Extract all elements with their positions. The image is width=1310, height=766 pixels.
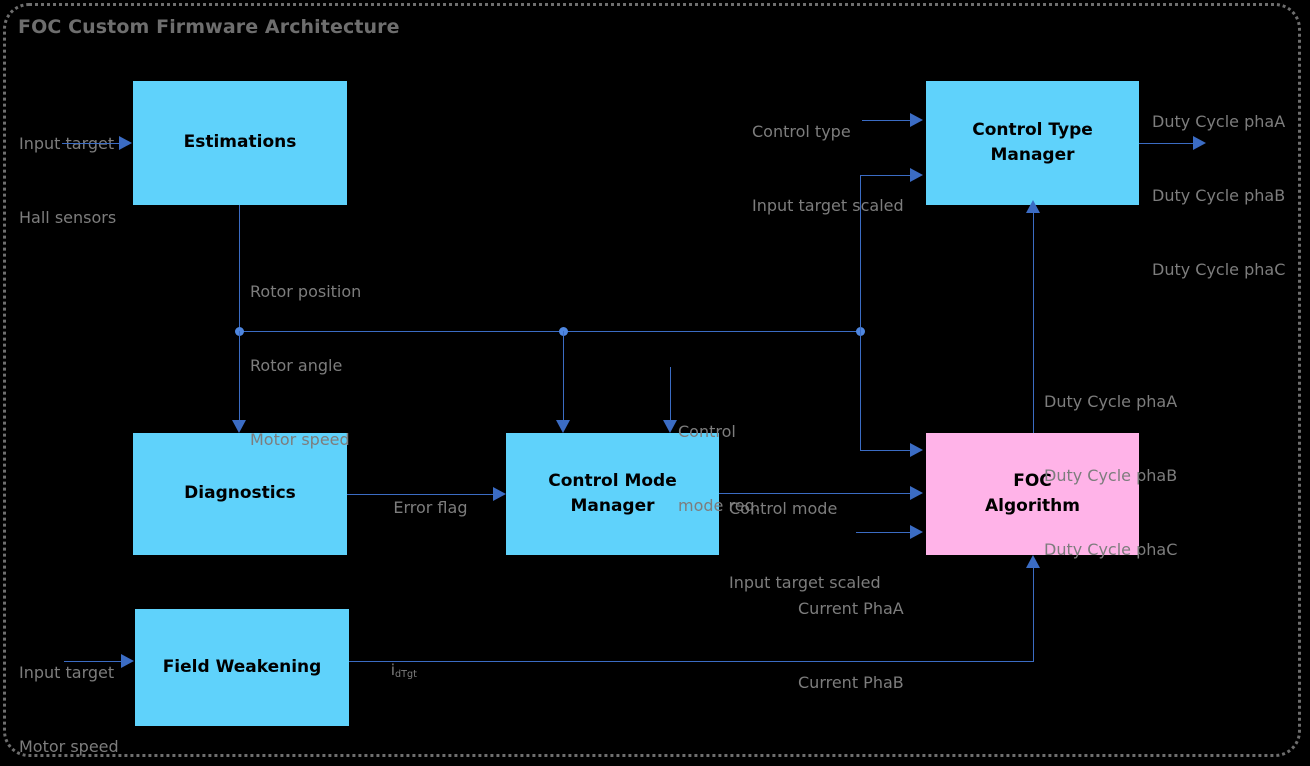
block-control-type-manager-label-line1: Control Type xyxy=(972,119,1093,140)
arrowhead-id-target-up-to-foc xyxy=(1026,555,1040,568)
label-control-type-manager-input: Control type Input target scaled xyxy=(752,70,904,268)
label-control-type: Control type xyxy=(752,121,851,141)
block-control-type-manager[interactable]: Control Type Manager xyxy=(926,81,1139,205)
label-hall-sensors: Hall sensors xyxy=(19,207,117,227)
arrowhead-input-target-scaled-to-foc xyxy=(910,486,923,500)
label-current-phaa: Current PhaA xyxy=(798,598,904,618)
label-duty-cycle-phac-mid: Duty Cycle phaC xyxy=(1044,540,1178,560)
block-diagnostics[interactable]: Diagnostics xyxy=(133,433,347,555)
arrowhead-bus-into-control-type-manager xyxy=(910,168,923,182)
block-estimations[interactable]: Estimations xyxy=(133,81,347,205)
connector-bus-to-diagnostics xyxy=(239,331,240,421)
arrowhead-input-to-field-weakening xyxy=(121,654,134,668)
block-foc-algorithm-label-line2: Algorithm xyxy=(985,496,1080,516)
label-rotor-position: Rotor position xyxy=(250,281,362,301)
arrowhead-control-mode-req xyxy=(663,420,677,433)
connector-bus-into-control-type-manager xyxy=(860,175,912,176)
connector-estimations-down xyxy=(239,205,240,331)
arrowhead-bus-to-control-mode-manager xyxy=(556,420,570,433)
connector-foc-duty-cycle-up xyxy=(1033,211,1034,433)
connector-input-to-field-weakening xyxy=(64,661,122,662)
block-estimations-label: Estimations xyxy=(183,132,297,153)
label-control: Control xyxy=(678,421,736,441)
label-error-flag: Error flag xyxy=(393,497,468,517)
label-control-mode-manager-output: Control mode Input target scaled xyxy=(729,447,881,645)
block-control-type-manager-label-line2: Manager xyxy=(990,145,1075,165)
connector-signal-bus xyxy=(239,331,861,332)
block-control-mode-manager-label-line1: Control Mode xyxy=(548,470,677,491)
connector-control-type-input xyxy=(862,120,912,121)
arrowhead-control-mode-into-foc xyxy=(910,443,923,457)
arrowhead-bus-to-diagnostics xyxy=(232,420,246,433)
label-id-target: idTgt xyxy=(371,634,417,707)
connector-id-target-to-foc xyxy=(349,661,1034,662)
label-input-target-scaled-top: Input target scaled xyxy=(752,195,904,215)
page-title: FOC Custom Firmware Architecture xyxy=(18,16,400,38)
label-duty-cycle-phac-top: Duty Cycle phaC xyxy=(1152,260,1286,280)
connector-id-target-up-to-foc xyxy=(1033,566,1034,662)
label-motor-speed: Motor speed xyxy=(250,430,350,450)
label-duty-cycle-phab-mid: Duty Cycle phaB xyxy=(1044,465,1178,485)
connector-control-mode-req xyxy=(670,367,671,421)
arrowhead-control-type-input xyxy=(910,113,923,127)
label-motor-speed-fw: Motor speed xyxy=(19,736,119,756)
label-mode-req: mode req. xyxy=(678,495,760,515)
label-input-target-fw: Input target xyxy=(19,662,115,682)
label-duty-cycle-phab-top: Duty Cycle phaB xyxy=(1152,185,1286,205)
connector-input-target-scaled-to-foc xyxy=(719,493,912,494)
connector-bus-down-to-foc xyxy=(860,331,861,451)
connector-current-phases-to-foc xyxy=(856,532,912,533)
label-control-mode: Control mode xyxy=(729,498,838,518)
label-input-target-scaled-mid: Input target scaled xyxy=(729,572,881,592)
label-control-type-manager-output: Duty Cycle phaA Duty Cycle phaB Duty Cyc… xyxy=(1152,60,1285,333)
arrowhead-input-to-estimations xyxy=(119,136,132,150)
block-control-mode-manager[interactable]: Control Mode Manager xyxy=(506,433,719,555)
arrowhead-current-phases-to-foc xyxy=(910,525,923,539)
label-current-phases: Current PhaA Current PhaB xyxy=(798,547,904,745)
arrowhead-foc-duty-cycle-up xyxy=(1026,200,1040,213)
label-estimations-output: Rotor position Rotor angle Motor speed xyxy=(250,230,361,503)
label-estimations-input: Input target Hall sensors xyxy=(19,82,116,280)
label-rotor-angle: Rotor angle xyxy=(250,355,343,375)
label-duty-cycle-phaa-mid: Duty Cycle phaA xyxy=(1044,391,1178,411)
label-control-mode-req: Control mode req. xyxy=(678,370,760,568)
label-id-target-subscript: dTgt xyxy=(395,669,417,681)
label-id-target-base: i xyxy=(390,661,396,680)
block-field-weakening[interactable]: Field Weakening xyxy=(135,609,349,726)
arrowhead-control-type-manager-output xyxy=(1193,136,1206,150)
label-field-weakening-input: Input target Motor speed xyxy=(19,611,119,766)
connector-bus-up-to-control-type-manager xyxy=(860,175,861,332)
label-foc-duty-cycle-feedback: Duty Cycle phaA Duty Cycle phaB Duty Cyc… xyxy=(1044,340,1177,613)
label-current-phab: Current PhaB xyxy=(798,672,904,692)
connector-error-flag xyxy=(347,494,495,495)
connector-control-type-manager-output xyxy=(1139,143,1195,144)
connector-input-to-estimations xyxy=(62,143,120,144)
block-diagnostics-label: Diagnostics xyxy=(184,483,296,504)
connector-bus-to-control-mode-manager xyxy=(563,331,564,421)
block-field-weakening-label: Field Weakening xyxy=(162,656,322,677)
arrowhead-error-flag xyxy=(493,487,506,501)
block-foc-algorithm[interactable]: FOC Algorithm xyxy=(926,433,1139,555)
connector-bus-into-foc xyxy=(860,450,912,451)
block-control-mode-manager-label-line2: Manager xyxy=(570,496,655,516)
block-foc-algorithm-label-line1: FOC xyxy=(1013,470,1052,491)
label-duty-cycle-phaa-top: Duty Cycle phaA xyxy=(1152,111,1286,131)
